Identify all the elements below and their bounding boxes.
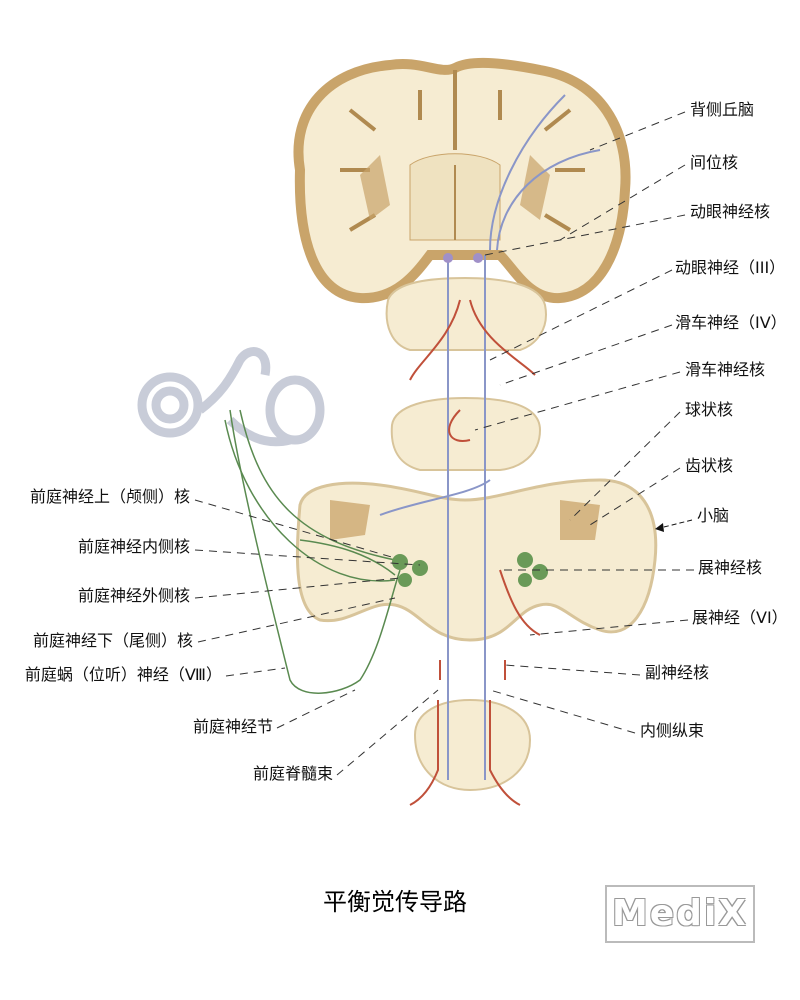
label-abducens-nucleus: 展神经核 xyxy=(698,558,763,577)
label-vestibulospinal-tract: 前庭脊髓束 xyxy=(252,764,333,783)
pons-section xyxy=(390,396,542,471)
label-cerebellum: 小脑 xyxy=(697,506,730,525)
oculomotor-nuclei xyxy=(443,253,483,263)
spinal-cord-section xyxy=(413,698,532,792)
leader-lines xyxy=(194,111,694,776)
vestibular-nuclei xyxy=(392,552,548,587)
label-vestibulocochlear-nerve: 前庭蜗（位听）神经（Ⅷ） xyxy=(24,665,222,684)
label-abducens-nerve: 展神经（VI） xyxy=(692,608,788,627)
medix-watermark: MediX xyxy=(605,885,755,943)
dentate-nucleus-shape xyxy=(330,500,600,540)
vestibular-nerve xyxy=(224,409,401,694)
cerebrum-section xyxy=(293,57,631,304)
label-interstitial-nucleus: 间位核 xyxy=(690,153,739,172)
label-superior-vestibular-nucleus: 前庭神经上（颅侧）核 xyxy=(29,487,190,506)
label-vestibular-ganglion: 前庭神经节 xyxy=(192,717,273,736)
midbrain-section xyxy=(385,276,547,351)
label-globose-nucleus: 球状核 xyxy=(685,400,734,419)
label-medial-longitudinal-fasciculus: 内侧纵束 xyxy=(640,721,705,740)
label-dentate-nucleus: 齿状核 xyxy=(685,456,734,475)
cranial-nerves xyxy=(409,299,541,806)
figure-title: 平衡觉传导路 xyxy=(323,888,467,916)
medial-longitudinal-fasciculus xyxy=(379,94,601,780)
label-oculomotor-nerve: 动眼神经（III） xyxy=(675,258,786,277)
label-oculomotor-nucleus: 动眼神经核 xyxy=(690,202,771,221)
cerebellum-pointer-arrow xyxy=(659,519,693,529)
inner-ear xyxy=(137,347,325,447)
label-inferior-vestibular-nucleus: 前庭神经下（尾侧）核 xyxy=(32,631,193,650)
label-medial-vestibular-nucleus: 前庭神经内侧核 xyxy=(77,537,190,556)
label-accessory-nucleus: 副神经核 xyxy=(645,663,710,682)
label-dorsal-thalamus: 背侧丘脑 xyxy=(690,100,755,119)
label-lateral-vestibular-nucleus: 前庭神经外侧核 xyxy=(77,586,190,605)
label-trochlear-nerve: 滑车神经（IV） xyxy=(675,313,787,332)
label-trochlear-nucleus: 滑车神经核 xyxy=(685,360,766,379)
